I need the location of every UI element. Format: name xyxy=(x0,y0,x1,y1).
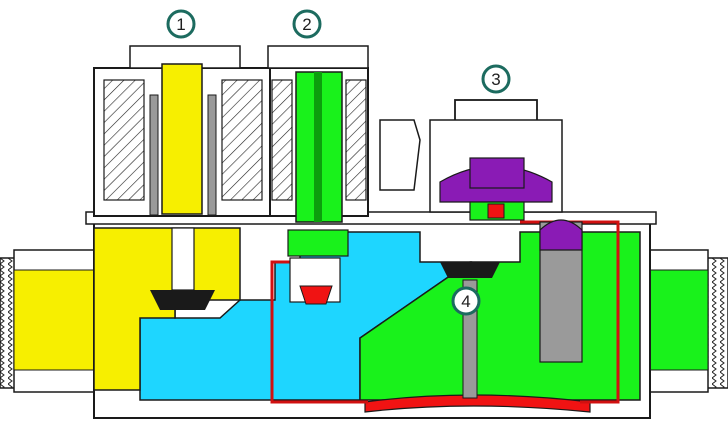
main-diaphragm xyxy=(364,394,591,413)
solenoid-2-cap xyxy=(267,45,369,69)
callout-2-circle xyxy=(292,9,322,39)
callout-2-label: 2 xyxy=(302,15,311,34)
regulator-lower-diaphragm xyxy=(539,219,583,251)
solenoid-valve-2 xyxy=(267,45,369,305)
callout-3-label: 3 xyxy=(491,70,500,89)
pilot-valve-red xyxy=(299,285,333,305)
callout-markers: 1 2 3 4 xyxy=(166,9,511,316)
left-inlet-fitting xyxy=(0,249,95,393)
pilot-chamber-green xyxy=(287,229,349,257)
callout-1-label: 1 xyxy=(176,15,185,34)
callout-4-label: 4 xyxy=(461,292,470,311)
valve-seat-1 xyxy=(150,290,215,310)
coil-winding-icon xyxy=(345,79,367,201)
regulator-seat-red xyxy=(487,203,505,219)
regulator-spring-housing xyxy=(469,157,525,189)
callout-4-circle xyxy=(451,286,481,316)
plunger-1 xyxy=(161,63,203,215)
solenoid-valve-1 xyxy=(93,45,273,310)
pressure-regulator xyxy=(379,99,583,363)
main-valve-disc xyxy=(440,262,500,278)
spring-icon xyxy=(149,94,159,216)
spring-icon xyxy=(207,94,217,216)
adjustment-screw-housing xyxy=(379,119,421,191)
coil-winding-left-icon xyxy=(103,79,145,201)
callout-3-circle xyxy=(481,64,511,94)
callout-1-circle xyxy=(166,9,196,39)
spring-icon xyxy=(314,72,322,222)
coil-winding-icon xyxy=(271,79,293,201)
valve-stem-1 xyxy=(171,227,195,291)
right-outlet-fitting xyxy=(639,249,728,393)
coil-winding-right-icon xyxy=(221,79,263,201)
